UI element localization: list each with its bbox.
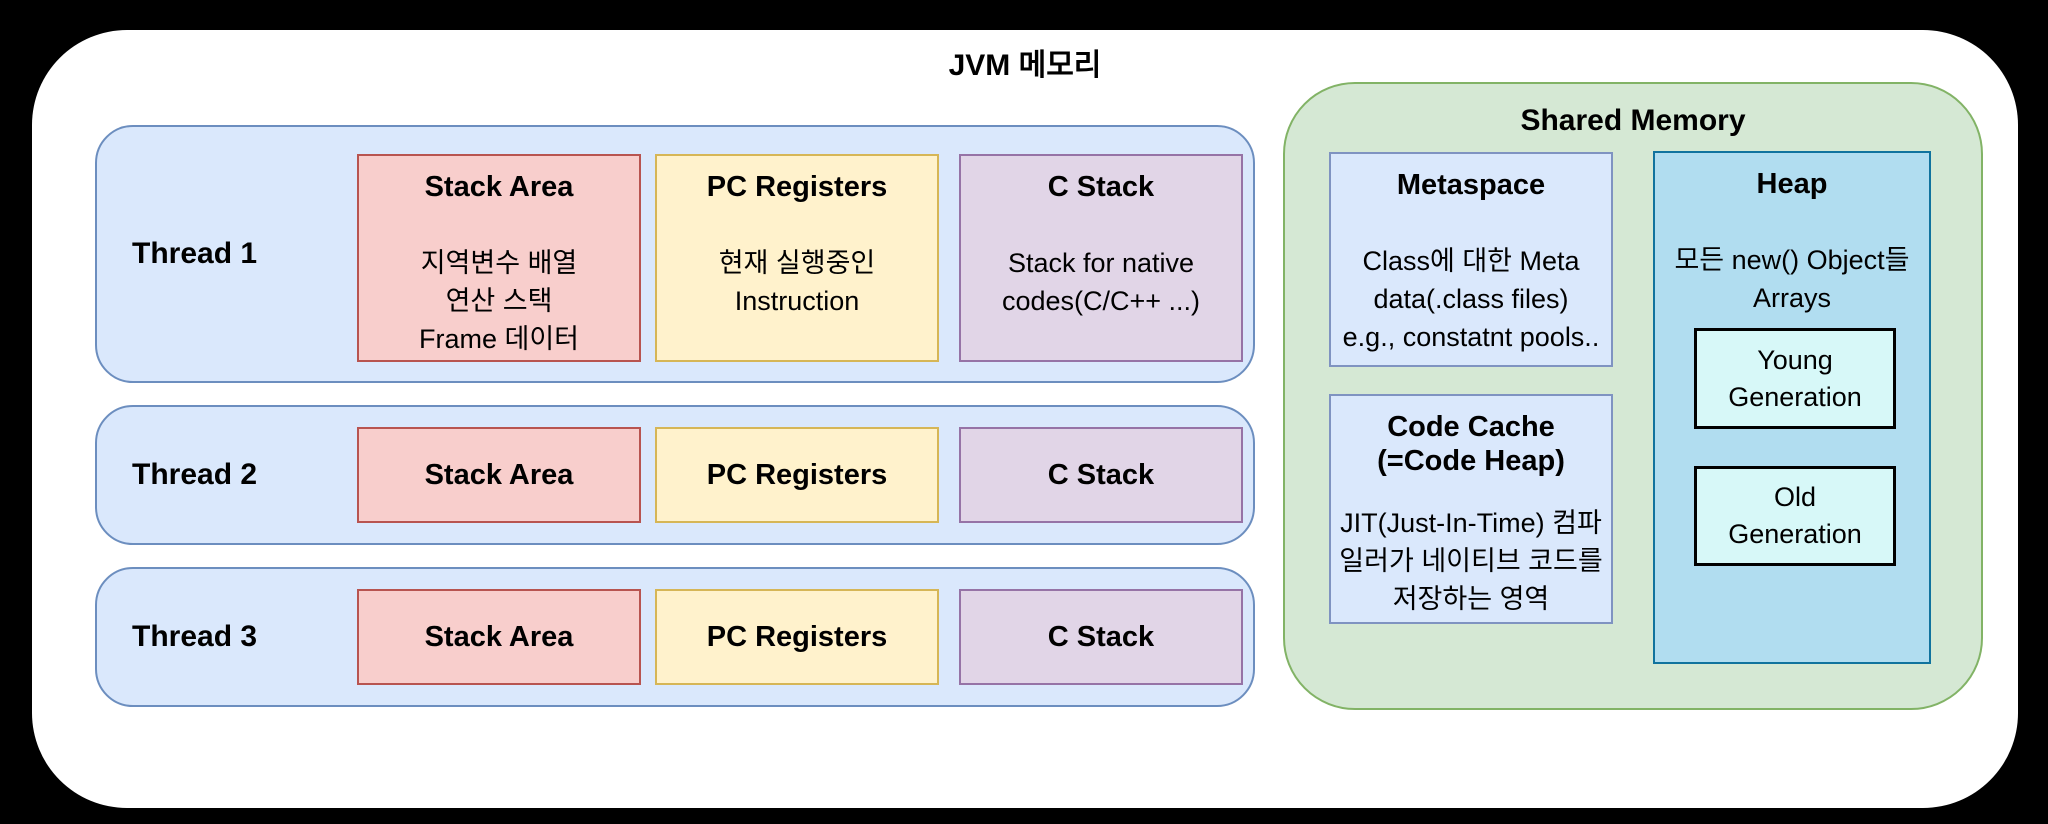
code-cache-line: 저장하는 영역 <box>1392 584 1550 614</box>
metaspace-title: Metaspace <box>1396 169 1546 201</box>
heap-line: Arrays <box>1752 283 1831 313</box>
diagram-canvas: JVM 메모리 Thread 1 Stack Area 지역변수 배열 연산 스… <box>32 30 2018 808</box>
c-stack-line: Stack for native <box>1007 248 1195 278</box>
stack-area-line: 지역변수 배열 <box>420 248 578 278</box>
stack-area-description: 지역변수 배열 연산 스택 Frame 데이터 <box>359 244 639 358</box>
metaspace-description: Class에 대한 Meta data(.class files) e.g., … <box>1331 242 1611 356</box>
thread-2-stack-area-box: Stack Area <box>357 427 641 523</box>
shared-memory-title: Shared Memory <box>1520 104 1746 137</box>
metaspace-box: Metaspace Class에 대한 Meta data(.class fil… <box>1329 152 1613 367</box>
metaspace-line: Class에 대한 Meta <box>1362 246 1580 276</box>
old-generation-box: Old Generation <box>1694 466 1896 566</box>
metaspace-line: data(.class files) <box>1373 284 1569 314</box>
old-generation-line: Old <box>1773 482 1817 512</box>
code-cache-title-line: Code Cache <box>1387 411 1555 443</box>
code-cache-line: JIT(Just-In-Time) 컴파 <box>1340 508 1602 538</box>
young-generation-box: Young Generation <box>1694 328 1896 429</box>
c-stack-line: codes(C/C++ ...) <box>1001 286 1201 316</box>
heap-title: Heap <box>1756 168 1828 200</box>
heap-box: Heap 모든 new() Object들 Arrays Young Gener… <box>1653 151 1931 664</box>
old-generation-label: Old Generation <box>1728 479 1862 553</box>
c-stack-title: C Stack <box>1047 171 1155 203</box>
heap-line: 모든 new() Object들 <box>1674 245 1910 275</box>
thread-2-pc-registers-box: PC Registers <box>655 427 939 523</box>
code-cache-title-line: (=Code Heap) <box>1377 445 1565 477</box>
young-generation-line: Generation <box>1728 381 1862 412</box>
pc-registers-line: Instruction <box>734 286 860 316</box>
old-generation-line: Generation <box>1728 519 1862 549</box>
c-stack-title: C Stack <box>1047 459 1155 491</box>
stack-area-title: Stack Area <box>424 171 574 203</box>
stack-area-title: Stack Area <box>424 621 574 653</box>
metaspace-line: e.g., constatnt pools.. <box>1342 322 1600 352</box>
thread-2-row: Thread 2 Stack Area PC Registers C Stack <box>95 405 1255 545</box>
young-generation-label: Young Generation <box>1728 342 1862 416</box>
diagram-title: JVM 메모리 <box>948 49 1102 82</box>
pc-registers-line: 현재 실행중인 <box>718 248 876 278</box>
stack-area-title: Stack Area <box>424 459 574 491</box>
code-cache-box: Code Cache (=Code Heap) JIT(Just-In-Time… <box>1329 394 1613 624</box>
pc-registers-description: 현재 실행중인 Instruction <box>657 244 937 320</box>
thread-3-stack-area-box: Stack Area <box>357 589 641 685</box>
thread-1-pc-registers-box: PC Registers 현재 실행중인 Instruction <box>655 154 939 362</box>
thread-1-c-stack-box: C Stack Stack for native codes(C/C++ ...… <box>959 154 1243 362</box>
stack-area-line: 연산 스택 <box>445 286 553 316</box>
thread-1-row: Thread 1 Stack Area 지역변수 배열 연산 스택 Frame … <box>95 125 1255 383</box>
pc-registers-title: PC Registers <box>706 621 888 653</box>
thread-3-pc-registers-box: PC Registers <box>655 589 939 685</box>
thread-2-c-stack-box: C Stack <box>959 427 1243 523</box>
c-stack-title: C Stack <box>1047 621 1155 653</box>
code-cache-title: Code Cache (=Code Heap) <box>1331 396 1611 478</box>
heap-description: 모든 new() Object들 Arrays <box>1655 241 1929 317</box>
c-stack-description: Stack for native codes(C/C++ ...) <box>961 244 1241 320</box>
thread-3-row: Thread 3 Stack Area PC Registers C Stack <box>95 567 1255 707</box>
young-generation-line: Young <box>1757 344 1833 375</box>
thread-3-c-stack-box: C Stack <box>959 589 1243 685</box>
shared-memory-container: Shared Memory Metaspace Class에 대한 Meta d… <box>1283 82 1983 710</box>
thread-1-stack-area-box: Stack Area 지역변수 배열 연산 스택 Frame 데이터 <box>357 154 641 362</box>
thread-2-label: Thread 2 <box>132 458 258 491</box>
code-cache-line: 일러가 네이티브 코드를 <box>1339 546 1603 576</box>
pc-registers-title: PC Registers <box>706 171 888 203</box>
thread-1-label: Thread 1 <box>132 237 258 270</box>
code-cache-description: JIT(Just-In-Time) 컴파 일러가 네이티브 코드를 저장하는 영… <box>1331 504 1611 618</box>
pc-registers-title: PC Registers <box>706 459 888 491</box>
stack-area-line: Frame 데이터 <box>418 324 580 354</box>
thread-3-label: Thread 3 <box>132 620 258 653</box>
